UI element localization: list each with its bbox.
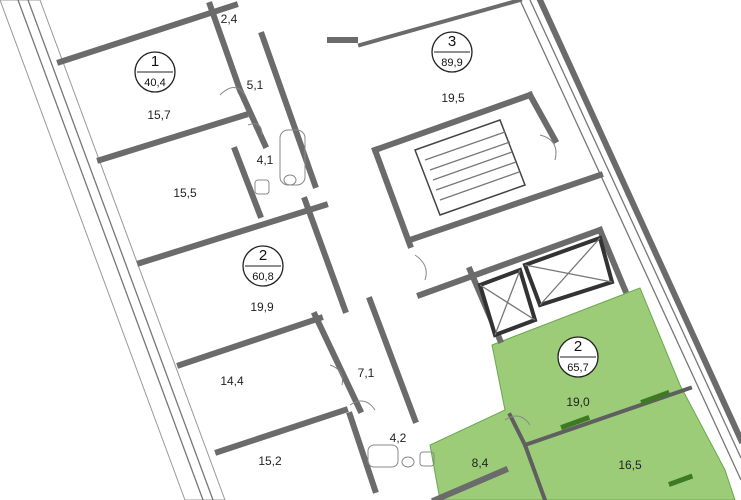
room-area: 19,9 [250, 300, 274, 314]
highlighted-apartment[interactable] [429, 287, 736, 500]
walls [56, 0, 629, 500]
room-area: 19,0 [566, 395, 590, 409]
apartment-number: 2 [574, 338, 582, 355]
room-area: 14,4 [220, 374, 244, 388]
room-area: 15,2 [258, 454, 282, 468]
room-area: 7,1 [358, 366, 375, 380]
room-area: 15,7 [147, 108, 171, 122]
apartment-area: 89,9 [441, 57, 462, 69]
apartment-number: 3 [448, 33, 456, 50]
room-area: 4,2 [390, 431, 407, 445]
apartment-number: 2 [259, 247, 267, 264]
room-area: 8,4 [472, 456, 489, 470]
apartment-badge-2-left[interactable]: 2 60,8 [242, 245, 284, 287]
bathroom-fixtures [254, 129, 435, 468]
apartment-area: 65,7 [567, 362, 588, 374]
apartment-badge-1[interactable]: 1 40,4 [134, 51, 176, 93]
room-area: 19,5 [441, 91, 465, 105]
room-area: 16,5 [618, 458, 642, 472]
apartment-badge-3[interactable]: 3 89,9 [431, 31, 473, 73]
room-area: 5,1 [247, 78, 264, 92]
room-area: 2,4 [221, 12, 238, 26]
left-facade [0, 0, 226, 500]
apartment-badge-2-right[interactable]: 2 65,7 [557, 336, 599, 378]
elevators [477, 235, 615, 338]
apartment-number: 1 [151, 53, 159, 70]
stairwell [414, 119, 526, 216]
apartment-area: 40,4 [144, 77, 165, 89]
right-facade [519, 0, 741, 481]
room-labels: 2,4 5,1 15,7 4,1 15,5 19,5 19,9 14,4 7,1… [147, 12, 642, 472]
room-area: 4,1 [257, 153, 274, 167]
doors [219, 87, 557, 426]
room-area: 15,5 [173, 186, 197, 200]
apartment-highlight-area[interactable] [429, 287, 736, 500]
apartment-area: 60,8 [252, 271, 273, 283]
